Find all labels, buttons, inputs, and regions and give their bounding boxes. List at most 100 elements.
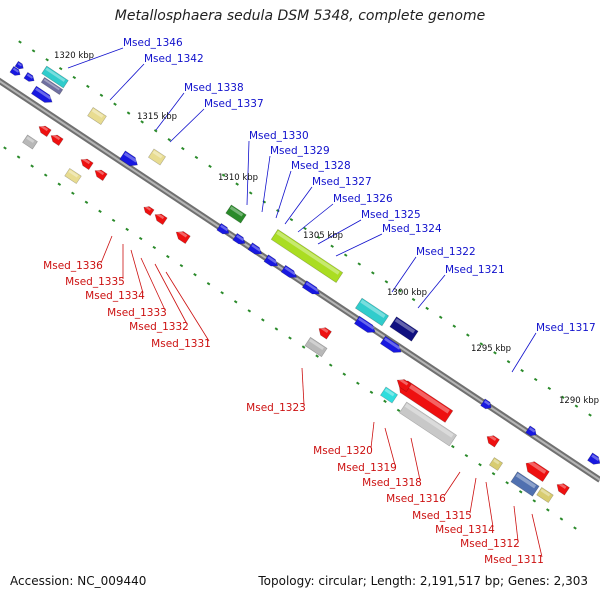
gene-label-reverse: Msed_1336 [43,260,103,272]
gene-feature [379,335,402,353]
gene-label-forward: Msed_1321 [445,264,505,276]
tick-mark [3,146,7,150]
tick-mark [45,58,49,62]
gene-label-forward: Msed_1327 [312,176,372,188]
gene-feature [9,65,21,76]
tick-mark [315,354,319,358]
tick-mark [316,235,321,240]
gene-label-forward: Msed_1330 [249,130,309,142]
gene-feature [353,315,376,333]
tick-mark [506,360,511,364]
tick-mark [505,481,509,485]
gene-label-reverse: Msed_1334 [85,290,145,302]
gene-feature [379,386,399,404]
gene-feature [587,452,600,465]
tick-mark [72,75,77,80]
gene-label-reverse: Msed_1314 [435,524,495,536]
tick-mark [330,244,334,248]
tick-mark [220,291,224,295]
gene-feature [154,212,168,226]
gene-feature [270,229,344,283]
tick-mark [546,508,550,512]
tick-mark [153,129,158,133]
gene-feature [536,486,554,504]
tick-mark [547,386,552,391]
kbp-label: 1290 kbp [559,396,599,406]
gene-label-reverse: Msed_1331 [151,338,211,350]
tick-mark [16,155,21,159]
tick-mark [274,327,279,331]
tick-mark [276,209,280,213]
tick-mark [221,173,226,177]
gene-label-reverse: Msed_1320 [313,445,373,457]
gene-feature [232,232,246,245]
tick-mark [179,263,184,268]
gene-feature [389,316,419,342]
tick-mark [371,271,375,275]
gene-label-reverse: Msed_1318 [362,477,422,489]
tick-mark [233,300,238,304]
gene-features [9,60,600,504]
gene-feature [41,65,69,89]
tick-mark [288,336,292,340]
tick-mark [452,324,457,328]
tick-mark [194,155,199,160]
gene-label-reverse: Msed_1333 [107,307,167,319]
gene-feature [556,482,570,496]
tick-mark [493,351,497,355]
gene-feature [398,401,458,447]
gene-feature [301,280,320,295]
tick-mark [140,120,144,124]
tick-mark [398,289,402,293]
tick-mark [86,84,90,89]
gene-feature [398,378,454,423]
tick-mark [98,209,102,213]
tick-mark [518,490,523,494]
gene-feature [525,425,537,437]
kbp-label: 1310 kbp [218,173,258,183]
gene-label-forward: Msed_1338 [184,82,244,94]
tick-mark [111,218,116,223]
tick-mark [396,408,401,413]
tick-mark [125,227,129,232]
tick-mark [356,381,360,385]
tick-marks [3,40,592,530]
tick-mark [58,66,63,71]
tick-mark [357,262,362,266]
tick-mark [235,182,239,186]
tick-mark [574,404,579,408]
gene-label-reverse: Msed_1332 [129,321,189,333]
tick-mark [559,517,564,521]
tick-mark [43,173,48,177]
gene-feature [280,264,298,278]
gene-feature [354,297,390,327]
gene-feature [40,76,64,96]
tick-mark [31,49,36,53]
gene-feature [175,229,191,245]
tick-mark [166,254,170,259]
kbp-label: 1300 kbp [387,288,427,298]
tick-mark [464,453,469,458]
tick-mark [343,253,348,257]
gene-label-reverse: Msed_1311 [484,554,544,566]
tick-mark [425,306,429,311]
tick-mark [71,191,75,195]
gene-feature [396,377,412,393]
gene-feature [225,204,247,224]
tick-mark [289,217,294,222]
tick-mark [206,282,211,286]
tick-mark [301,345,306,349]
tick-mark [18,40,22,44]
gene-label-forward: Msed_1325 [361,209,421,221]
gene-feature [147,148,167,166]
gene-label-forward: Msed_1317 [536,322,596,334]
tick-mark [411,297,416,302]
tick-mark [152,245,157,250]
tick-mark [342,372,347,376]
gene-feature [510,471,540,497]
tick-mark [193,273,197,277]
tick-mark [384,280,389,284]
kbp-label: 1305 kbp [303,231,343,241]
kbp-label: 1320 kbp [54,51,94,61]
